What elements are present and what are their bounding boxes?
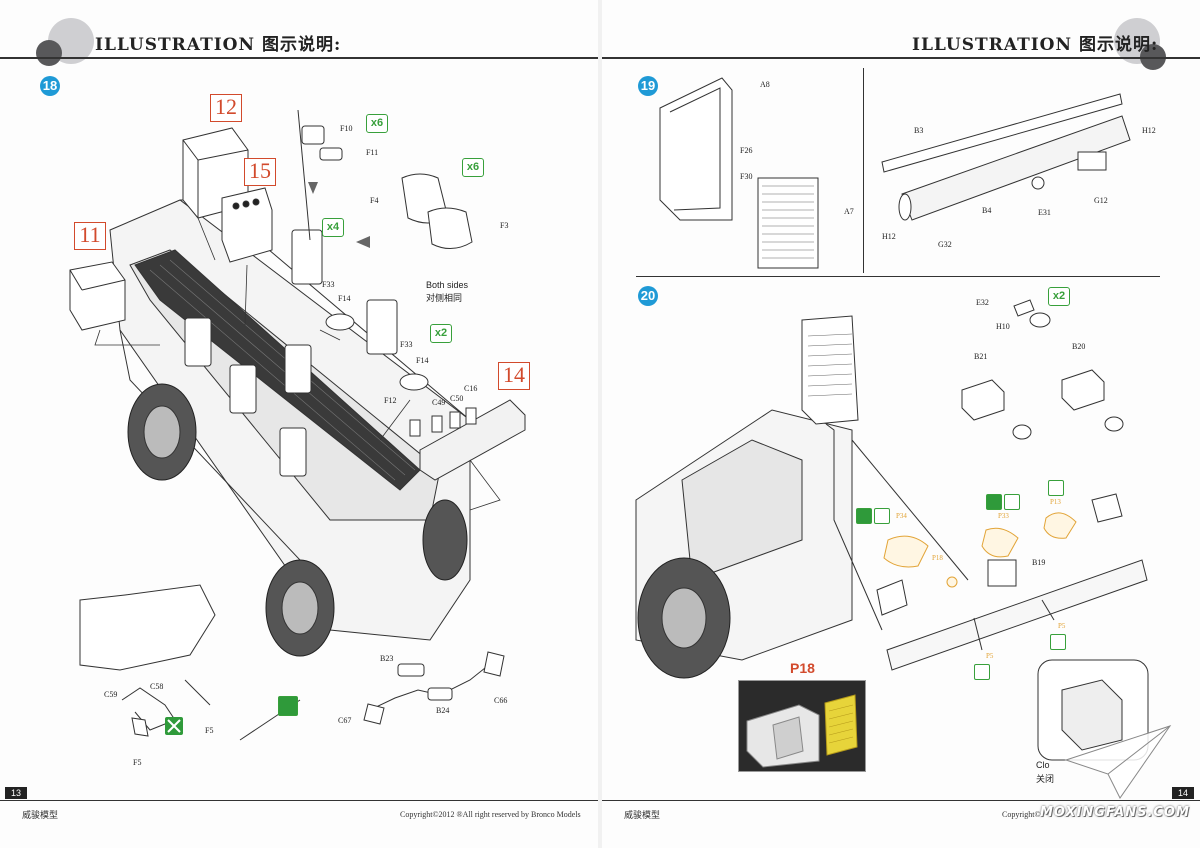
ref-part-14: 14 bbox=[498, 362, 530, 390]
page-14: ILLUSTRATION 图示说明: 19 20 bbox=[602, 0, 1200, 848]
paint-icon bbox=[1048, 480, 1064, 496]
qty-badge: x2 bbox=[430, 324, 452, 343]
part-label: B21 bbox=[974, 352, 988, 361]
part-label: P34 bbox=[896, 512, 907, 520]
paint-icon bbox=[974, 664, 990, 680]
both-sides-note: Both sides bbox=[426, 280, 469, 290]
part-label: B20 bbox=[1072, 342, 1086, 351]
part-label: B4 bbox=[982, 206, 992, 215]
part-label: G12 bbox=[1094, 196, 1108, 205]
qty-badge: x6 bbox=[366, 114, 388, 133]
part-label: P33 bbox=[998, 512, 1009, 520]
part-label: F33 bbox=[400, 340, 413, 349]
copyright: Copyright© bbox=[1002, 810, 1041, 819]
part-label: C67 bbox=[338, 716, 352, 725]
part-label: B19 bbox=[1032, 558, 1046, 567]
header-rule bbox=[0, 57, 598, 59]
step-18-badge: 18 bbox=[40, 76, 60, 96]
page-13: ILLUSTRATION 图示说明: 18 bbox=[0, 0, 598, 848]
paint-icon bbox=[1050, 634, 1066, 650]
footer-rule bbox=[602, 800, 1200, 801]
watermark-logo bbox=[1064, 725, 1172, 799]
part-label: F11 bbox=[366, 148, 379, 157]
watermark-text: MOXINGFANS.COM bbox=[1040, 805, 1190, 820]
step-divider bbox=[636, 276, 1160, 277]
part-label: P18 bbox=[932, 554, 943, 562]
part-label: F26 bbox=[740, 146, 753, 155]
part-label: F14 bbox=[416, 356, 429, 365]
page-number: 14 bbox=[1172, 787, 1194, 799]
ref-part-15: 15 bbox=[244, 158, 276, 186]
close-note-cn: 关闭 bbox=[1036, 774, 1055, 784]
qty-badge: x2 bbox=[1048, 287, 1070, 306]
part-label: F33 bbox=[322, 280, 335, 289]
page-number: 13 bbox=[5, 787, 27, 799]
copyright: Copyright©2012 ®All right reserved by Br… bbox=[400, 810, 581, 819]
qty-badge: x6 bbox=[462, 158, 484, 177]
part-label: F14 bbox=[338, 294, 351, 303]
close-note: Clo bbox=[1036, 760, 1050, 770]
parts-drawing bbox=[635, 77, 1149, 761]
step-19-badge: 19 bbox=[638, 76, 658, 96]
paint-icon bbox=[1004, 494, 1020, 510]
page-gutter bbox=[598, 0, 602, 848]
step-20-badge: 20 bbox=[638, 286, 658, 306]
part-label: C66 bbox=[494, 696, 508, 705]
part-label: F4 bbox=[370, 196, 379, 205]
glue-icon bbox=[986, 494, 1002, 510]
paint-icon bbox=[874, 508, 890, 524]
part-label: E32 bbox=[976, 298, 989, 307]
header-rule bbox=[602, 57, 1200, 59]
page-title: ILLUSTRATION 图示说明: bbox=[912, 35, 1159, 55]
part-label: P13 bbox=[1050, 498, 1061, 506]
part-label: B3 bbox=[914, 126, 924, 135]
part-label: C58 bbox=[150, 682, 164, 691]
part-label: B24 bbox=[436, 706, 450, 715]
part-label: F30 bbox=[740, 172, 753, 181]
part-label: C49 bbox=[432, 398, 446, 407]
glue-icon bbox=[856, 508, 872, 524]
step-divider bbox=[863, 68, 864, 273]
part-label: H12 bbox=[1142, 126, 1156, 135]
qty-badge: x4 bbox=[322, 218, 344, 237]
part-label: B23 bbox=[380, 654, 394, 663]
part-label: C50 bbox=[450, 394, 464, 403]
glue-icon bbox=[278, 696, 298, 716]
brand-name: 威骏模型 bbox=[624, 810, 661, 820]
footer-rule bbox=[0, 800, 598, 801]
both-sides-note-cn: 对侧相同 bbox=[426, 293, 463, 303]
part-label: E31 bbox=[1038, 208, 1051, 217]
p18-photo-title: P18 bbox=[790, 660, 815, 676]
brand-name: 威骏模型 bbox=[22, 810, 59, 820]
ref-part-12: 12 bbox=[210, 94, 242, 122]
part-label: G32 bbox=[938, 240, 952, 249]
part-label: P5 bbox=[986, 652, 994, 660]
part-label: P5 bbox=[1058, 622, 1066, 630]
no-glue-icon bbox=[165, 717, 183, 735]
part-label: F10 bbox=[340, 124, 353, 133]
part-label: A7 bbox=[844, 207, 854, 216]
part-label: F12 bbox=[384, 396, 397, 405]
page-title: ILLUSTRATION 图示说明: bbox=[95, 35, 342, 55]
vehicle-hull-drawing bbox=[69, 109, 526, 741]
part-label: H12 bbox=[882, 232, 896, 241]
part-label: C16 bbox=[464, 384, 478, 393]
part-label: F5 bbox=[205, 726, 214, 735]
part-label: H10 bbox=[996, 322, 1010, 331]
ref-part-11: 11 bbox=[74, 222, 106, 250]
header-decor-dot bbox=[36, 40, 62, 66]
part-label: A8 bbox=[760, 80, 770, 89]
part-label: F5 bbox=[133, 758, 142, 767]
p18-photo bbox=[738, 680, 866, 772]
part-label: F3 bbox=[500, 221, 509, 230]
part-label: C59 bbox=[104, 690, 118, 699]
